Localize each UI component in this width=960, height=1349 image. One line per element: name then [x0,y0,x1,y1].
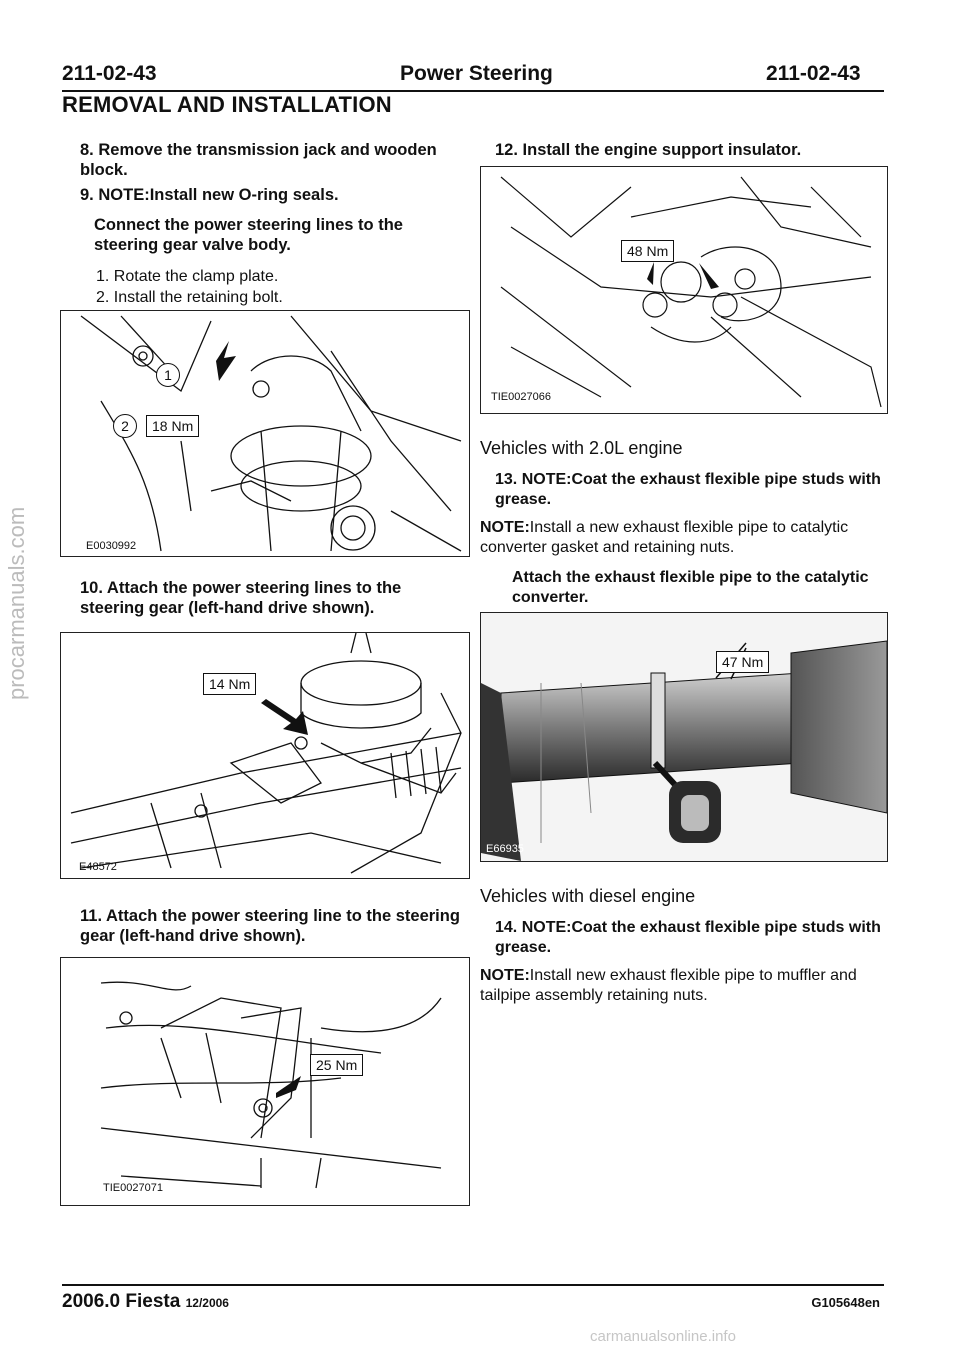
step-10: 10. Attach the power steering lines to t… [80,578,460,618]
footer-code: G105648en [811,1295,880,1310]
step-13-text: NOTE:Coat the exhaust flexible pipe stud… [495,471,881,508]
footer-model-text: 2006.0 Fiesta [62,1291,181,1312]
note-13-text: Install a new exhaust flexible pipe to c… [480,519,849,556]
step-10-text: Attach the power steering lines to the s… [80,579,402,617]
step-13: 13. NOTE:Coat the exhaust flexible pipe … [495,470,885,510]
figure-4-drawing [500,176,882,408]
figure-e0030992: 1 2 18 Nm E0030992 [60,310,470,557]
note-14-label: NOTE: [480,967,530,984]
step-8: 8. Remove the transmission jack and wood… [80,140,460,180]
callout-1: 1 [156,363,180,387]
section-title: REMOVAL AND INSTALLATION [62,92,392,117]
figure-tie0027071: 25 Nm TIE0027071 [60,957,470,1206]
figure-5-drawing [481,613,887,861]
step-13-action: Attach the exhaust flexible pipe to the … [512,569,869,606]
step-9-number: 9. [80,186,94,204]
footer-watermark: carmanualsonline.info [590,1328,736,1345]
step-12-text: Install the engine support insulator. [522,141,802,159]
torque-label-18: 18 Nm [146,415,200,437]
step-9-text: Connect the power steering lines to the … [94,216,403,254]
header-rule [62,90,884,92]
step-11: 11. Attach the power steering line to th… [80,906,460,946]
step-14: 14. NOTE:Coat the exhaust flexible pipe … [495,918,885,958]
figure-e48572: 14 Nm E48572 [60,632,470,879]
figure-id: TIE0027071 [103,1182,163,1194]
step-9-note-text: NOTE:Install new O-ring seals. [98,186,339,204]
footer-date: 12/2006 [185,1296,229,1310]
step-12-number: 12. [495,141,518,159]
subheading-diesel: Vehicles with diesel engine [480,886,696,906]
figure-1-drawing [80,315,462,552]
torque-label-25: 25 Nm [310,1054,364,1076]
header-right-code: 211-02-43 [766,62,861,85]
figure-e66935: 47 Nm E66935 [480,612,888,862]
figure-tie0027066: 48 Nm TIE0027066 [480,166,888,414]
note-14-text: Install new exhaust flexible pipe to muf… [480,967,857,1004]
figure-id: E48572 [79,861,117,873]
step-14-number: 14. [495,919,518,936]
note-14: NOTE:Install new exhaust flexible pipe t… [480,966,885,1006]
figure-id: TIE0027066 [491,391,551,403]
step-13-number: 13. [495,471,518,488]
subheading-2-0l: Vehicles with 2.0L engine [480,438,683,458]
sidebar-watermark: procarmanuals.com [4,506,29,700]
step-8-number: 8. [80,141,94,159]
figure-2-drawing [70,633,462,874]
step-9-item-1: 1. Rotate the clamp plate. [96,268,279,285]
note-13-label: NOTE: [480,519,530,536]
footer-model: 2006.0 Fiesta 12/2006 [62,1291,229,1313]
figure-id: E0030992 [86,540,137,552]
step-9-note: 9. NOTE:Install new O-ring seals. [80,185,460,205]
step-11-number: 11. [80,907,103,925]
step-9-item-2: 2. Install the retaining bolt. [96,289,283,306]
torque-label-47: 47 Nm [716,651,770,673]
step-11-text: Attach the power steering line to the st… [80,907,460,945]
step-8-text: Remove the transmission jack and wooden … [80,141,437,179]
step-12: 12. Install the engine support insulator… [495,140,880,160]
header-title: Power Steering [400,62,553,85]
torque-label-48: 48 Nm [621,240,675,262]
figure-id: E66935 [486,843,524,855]
note-13: NOTE:Install a new exhaust flexible pipe… [480,518,880,558]
step-10-number: 10. [80,579,103,597]
figure-3-drawing [100,981,442,1189]
callout-2: 2 [113,414,137,438]
footer-rule [62,1284,884,1286]
torque-label-14: 14 Nm [203,673,257,695]
header-left-code: 211-02-43 [62,62,157,85]
step-14-text: NOTE:Coat the exhaust flexible pipe stud… [495,919,881,956]
